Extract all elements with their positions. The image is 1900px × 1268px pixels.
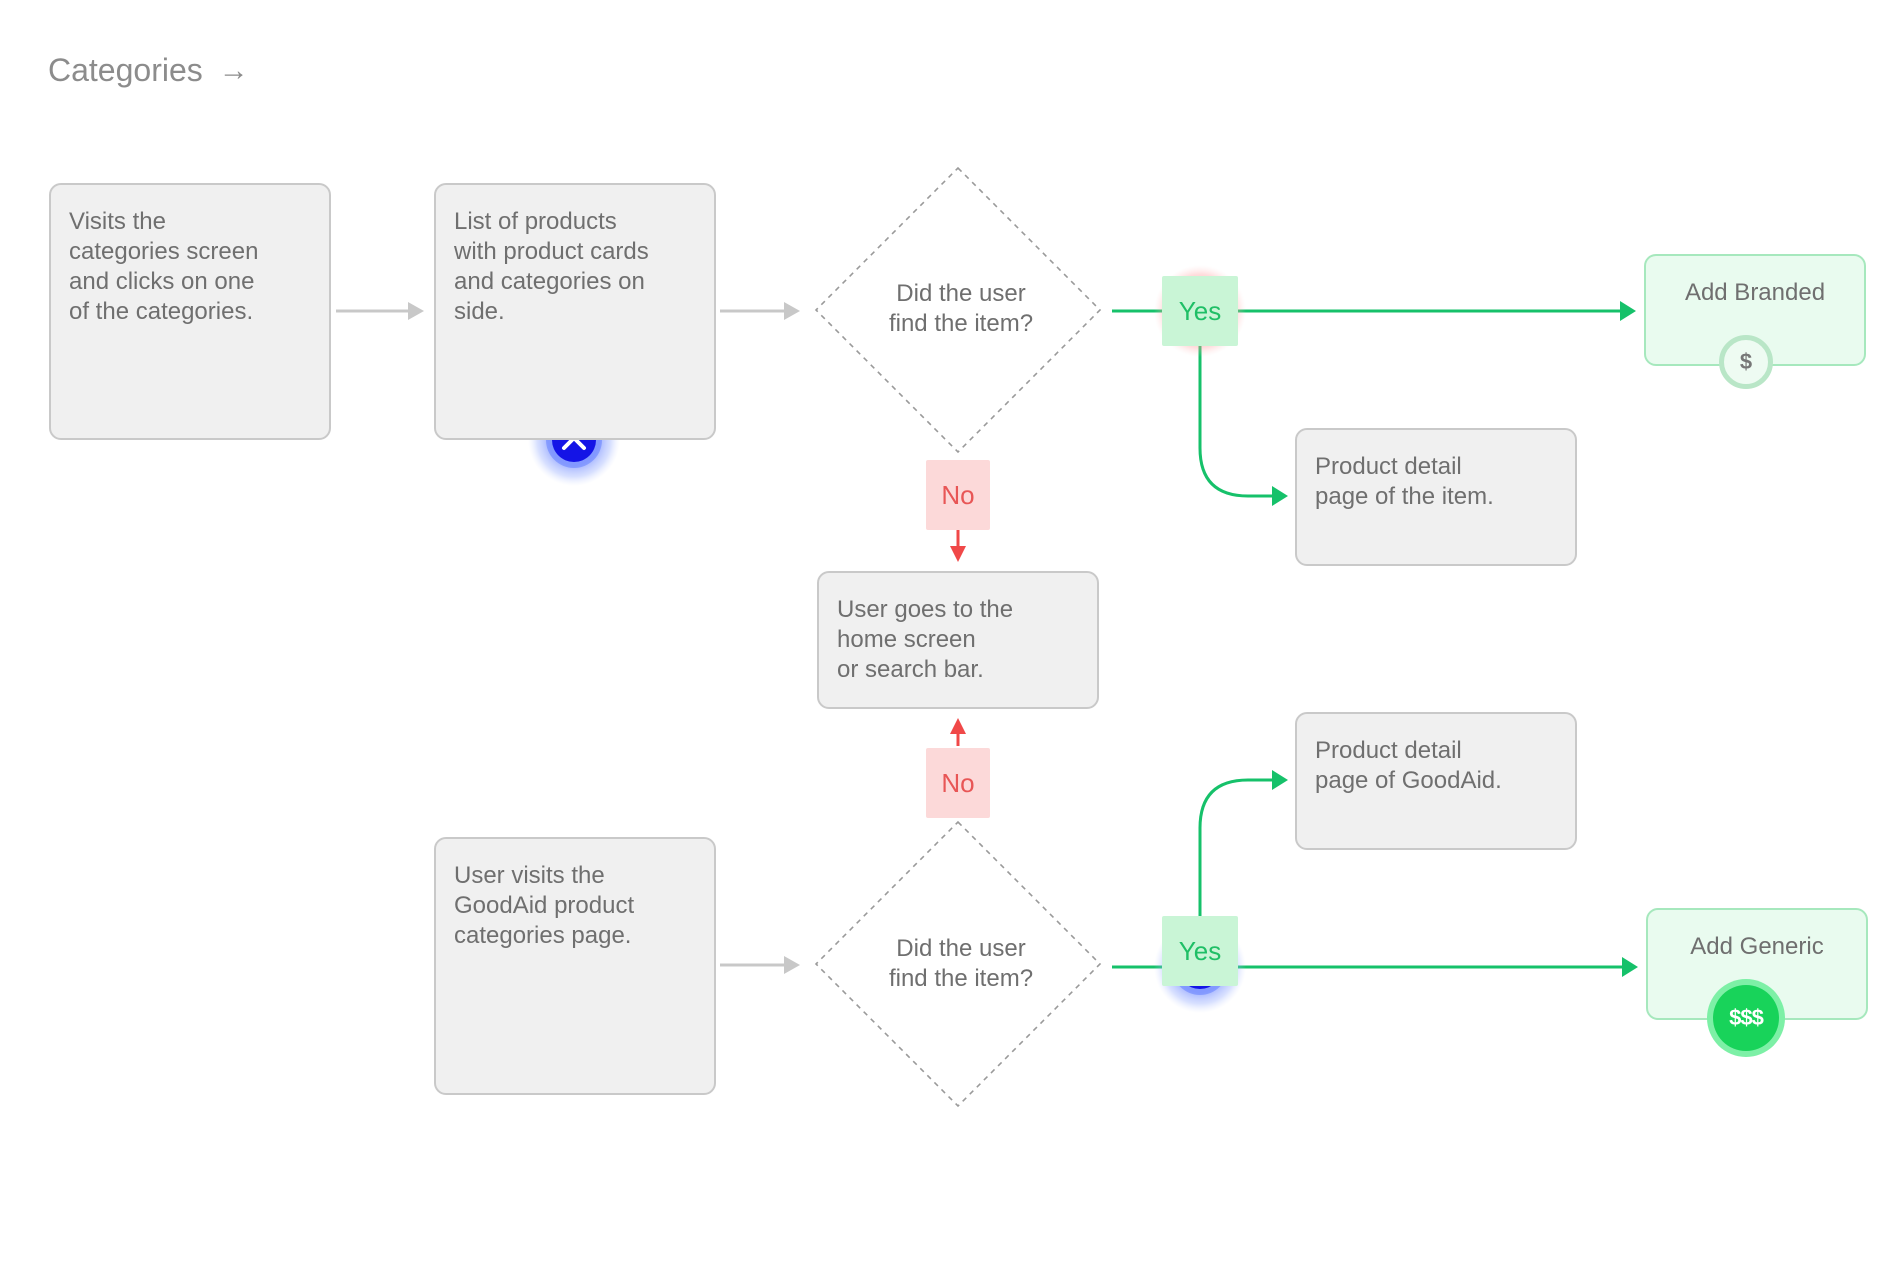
step-pdp-goodaid: Product detail page of GoodAid. <box>1295 712 1577 850</box>
step-pdp-item: Product detail page of the item. <box>1295 428 1577 566</box>
connector-visits-to-list <box>336 302 424 320</box>
connector-goodaid-to-decision <box>720 956 800 974</box>
connector-list-to-decision <box>720 302 800 320</box>
decision-top-label: Did the user find the item? <box>888 280 1034 337</box>
page-title[interactable]: Categories → <box>48 52 249 89</box>
step-product-list: List of products with product cards and … <box>434 183 716 440</box>
step-goodaid-visit: User visits the GoodAid product categori… <box>434 837 716 1095</box>
arrow-right-icon: → <box>218 53 249 87</box>
connector-yes-bottom-to-pdp-goodaid <box>1198 770 1288 918</box>
decision-bottom-label: Did the user find the item? <box>888 935 1034 992</box>
step-visits-categories: Visits the categories screen and clicks … <box>49 183 331 440</box>
dollar-badge-triple: $$$ <box>1713 985 1779 1051</box>
connector-yes-bottom-to-generic <box>1112 957 1638 977</box>
connector-no-top-to-home <box>950 530 966 562</box>
connector-yes-top-to-pdp-item <box>1198 346 1288 506</box>
step-home-or-search: User goes to the home screen or search b… <box>817 571 1099 709</box>
connector-no-bottom-to-home <box>950 718 966 746</box>
no-tag-top: No <box>926 460 990 530</box>
no-tag-bottom: No <box>926 748 990 818</box>
dollar-icon: $$$ <box>1729 1005 1764 1030</box>
dollar-icon: $ <box>1739 349 1753 374</box>
decision-diamond-top <box>814 166 1102 454</box>
yes-tag-top: Yes <box>1162 276 1238 346</box>
yes-tag-bottom: Yes <box>1162 916 1238 986</box>
dollar-badge-single: $ <box>1719 335 1773 389</box>
decision-diamond-bottom <box>814 820 1102 1108</box>
page-title-text: Categories <box>48 52 203 88</box>
connector-yes-top-to-branded <box>1112 301 1636 321</box>
